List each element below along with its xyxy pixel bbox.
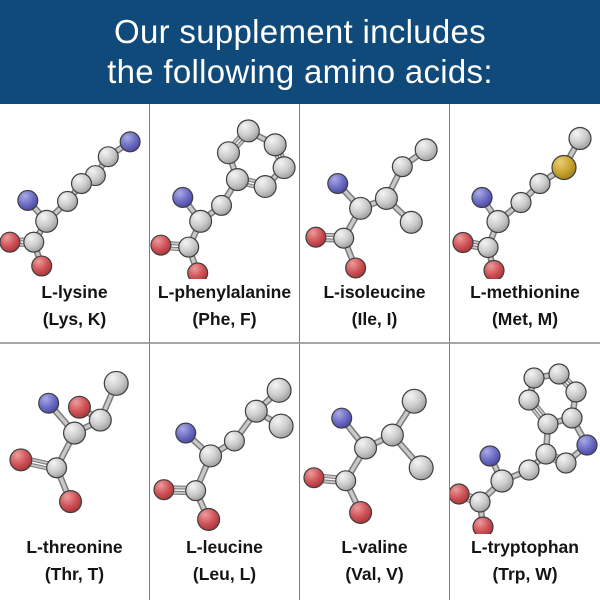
amino-acid-abbr: (Ile, I) [351, 309, 398, 329]
amino-acid-name: L-isoleucine [323, 282, 426, 302]
amino-acid-name: L-methionine [470, 282, 580, 302]
molecule-isoleucine [305, 138, 438, 279]
amino-acid-abbr: (Trp, W) [492, 564, 558, 584]
amino-acid-name: L-phenylalanine [157, 282, 292, 302]
amino-acid-abbr: (Thr, T) [44, 564, 105, 584]
header-title-line1: Our supplement includes [114, 13, 486, 50]
molecule-lysine [0, 131, 141, 277]
amino-acid-label: L-methionine (Met, M) [450, 279, 600, 342]
molecule-phenylalanine [150, 119, 296, 279]
amino-acid-card-isoleucine: L-isoleucine (Ile, I) [300, 104, 450, 344]
amino-acid-card-tryptophan: L-tryptophan (Trp, W) [450, 344, 600, 600]
amino-acid-card-methionine: L-methionine (Met, M) [450, 104, 600, 344]
amino-acid-card-phenylalanine: L-phenylalanine (Phe, F) [150, 104, 300, 344]
amino-acid-label: L-lysine (Lys, K) [0, 279, 149, 342]
amino-acid-abbr: (Val, V) [345, 564, 404, 584]
amino-acid-label: L-isoleucine (Ile, I) [300, 279, 449, 342]
molecule-tryptophan [450, 363, 598, 534]
amino-acid-card-valine: L-valine (Val, V) [300, 344, 450, 600]
header-banner: Our supplement includes the following am… [0, 0, 600, 104]
amino-acid-name: L-tryptophan [471, 537, 579, 557]
amino-acid-abbr: (Met, M) [491, 309, 559, 329]
amino-acid-card-lysine: L-lysine (Lys, K) [0, 104, 150, 344]
amino-acid-label: L-phenylalanine (Phe, F) [150, 279, 299, 342]
molecule-methionine [452, 126, 592, 279]
amino-acid-label: L-leucine (Leu, L) [150, 534, 299, 600]
amino-acid-label: L-valine (Val, V) [300, 534, 449, 600]
amino-acid-name: L-leucine [186, 537, 263, 557]
molecule-valine [303, 388, 434, 525]
amino-acid-grid: L-lysine (Lys, K) L-phenylalanine (Phe, … [0, 104, 600, 600]
amino-acid-label: L-threonine (Thr, T) [0, 534, 149, 600]
molecule-leucine [153, 377, 294, 531]
amino-acid-label: L-tryptophan (Trp, W) [450, 534, 600, 600]
molecule-threonine [9, 370, 129, 514]
amino-acid-abbr: (Phe, F) [192, 309, 257, 329]
amino-acid-name: L-lysine [41, 282, 108, 302]
amino-acid-abbr: (Leu, L) [192, 564, 257, 584]
amino-acid-abbr: (Lys, K) [42, 309, 107, 329]
amino-acid-name: L-threonine [26, 537, 123, 557]
amino-acid-card-leucine: L-leucine (Leu, L) [150, 344, 300, 600]
amino-acid-card-threonine: L-threonine (Thr, T) [0, 344, 150, 600]
amino-acid-name: L-valine [341, 537, 408, 557]
header-title-line2: the following amino acids: [107, 53, 493, 90]
